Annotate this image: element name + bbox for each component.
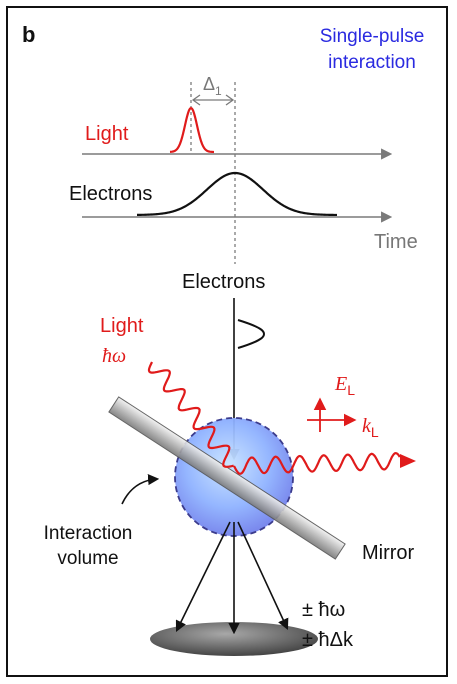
figure-canvas: b Single-pulse interaction Δ1 Light Elec…: [22, 22, 425, 656]
field-subscript: L: [347, 382, 355, 398]
momentum-gain-label: ± ħΔk: [302, 629, 354, 651]
electron-beam-label: Electrons: [182, 271, 265, 293]
incident-light-label: Light: [100, 315, 144, 337]
electron-pulse-curve: [136, 171, 337, 217]
svg-text:kL: kL: [362, 415, 379, 440]
detector-screen: [150, 622, 318, 656]
panel-label: b: [22, 22, 35, 47]
electron-pulse-label: Electrons: [69, 183, 152, 205]
interaction-volume-label-line1: Interaction: [44, 523, 133, 544]
scattered-electron-right: [237, 521, 289, 631]
incident-light-wave: [147, 361, 234, 468]
delay-subscript: 1: [215, 84, 222, 98]
timing-diagram: Δ1 Light Electrons Time: [69, 74, 418, 264]
mirror-label: Mirror: [362, 542, 415, 564]
figure-panel: b Single-pulse interaction Δ1 Light Elec…: [6, 6, 448, 677]
light-pulse-label: Light: [85, 123, 129, 145]
light-pulse-curve: [169, 106, 215, 154]
interaction-volume-pointer: [121, 474, 160, 505]
energy-gain-label: ± ħω: [302, 599, 345, 621]
interaction-volume-label-line2: volume: [57, 548, 118, 569]
wavevector-subscript: L: [371, 424, 379, 440]
photon-energy-label: ħω: [102, 345, 126, 367]
wavevector-symbol: k: [362, 415, 372, 437]
title-line1: Single-pulse: [320, 26, 425, 47]
electron-packet-shape: [237, 319, 266, 349]
svg-text:Δ1: Δ1: [203, 74, 222, 98]
delay-symbol: Δ: [203, 74, 215, 94]
scattered-electron-left: [175, 521, 231, 633]
field-symbol: E: [334, 373, 347, 395]
title-line2: interaction: [328, 52, 416, 73]
mirror: [108, 396, 346, 560]
svg-text:EL: EL: [334, 373, 355, 398]
time-axis-label: Time: [374, 231, 418, 253]
reflected-light-wave: [233, 451, 401, 475]
setup-schematic: Electrons Light ħω EL kL Interaction vol…: [44, 271, 416, 656]
reflected-light-arrowhead: [400, 454, 416, 468]
